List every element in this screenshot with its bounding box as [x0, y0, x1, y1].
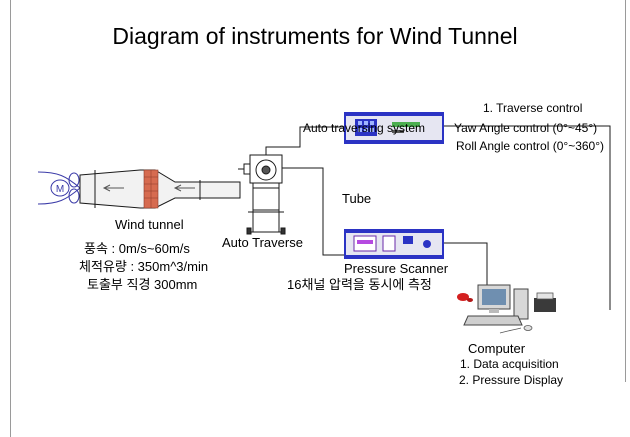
flow-arrow-2 [173, 184, 195, 192]
wind-tunnel-label: Wind tunnel [115, 217, 184, 232]
traverse-to-traversing-system-line [265, 126, 345, 160]
red-plug-icon [457, 293, 473, 302]
flow-arrow-1 [102, 184, 124, 192]
pressure-scanner-device [344, 229, 444, 259]
yaw-angle-control-label: Yaw Angle control (0°~45°) [454, 121, 598, 135]
pressure-display-label: 2. Pressure Display [459, 373, 564, 387]
tunnel-top-bell [37, 171, 81, 189]
wind-tunnel-drawing: M [37, 169, 241, 209]
auto-traversing-system-device [344, 112, 444, 144]
traversing-system-to-computer-line [443, 125, 611, 310]
wind-speed-spec: 풍속 : 0m/s~60m/s [84, 241, 190, 256]
connection-lines [265, 125, 611, 310]
auto-traverse-drawing [238, 154, 286, 235]
scanner-to-computer-line [443, 242, 488, 290]
tube-label: Tube [342, 191, 372, 206]
left-frame-border [10, 0, 11, 437]
computer-label: Computer [468, 341, 526, 356]
traverse-control-label: 1. Traverse control [483, 101, 583, 115]
tunnel-body [79, 169, 241, 209]
diagram-title: Diagram of instruments for Wind Tunnel [112, 23, 518, 49]
auto-traversing-system-label: Auto traversing system [303, 121, 426, 135]
computer-drawing [457, 284, 556, 334]
fan-icon [68, 172, 80, 204]
motor-icon: M [50, 179, 70, 197]
pressure-scanner-note: 16채널 압력을 동시에 측정 [287, 277, 432, 292]
outlet-diameter-spec: 토출부 직경 300mm [87, 277, 198, 292]
volume-flow-spec: 체적유량 : 350m^3/min [79, 259, 209, 274]
tunnel-bottom-bell [37, 187, 81, 205]
traverse-tube-line [282, 167, 345, 256]
right-frame-border [625, 0, 626, 382]
motor-label: M [56, 184, 64, 195]
auto-traverse-label: Auto Traverse [222, 235, 303, 250]
pressure-scanner-label: Pressure Scanner [344, 261, 449, 276]
roll-angle-control-label: Roll Angle control (0°~360°) [456, 139, 605, 153]
data-acquisition-label: 1. Data acquisition [460, 357, 559, 371]
